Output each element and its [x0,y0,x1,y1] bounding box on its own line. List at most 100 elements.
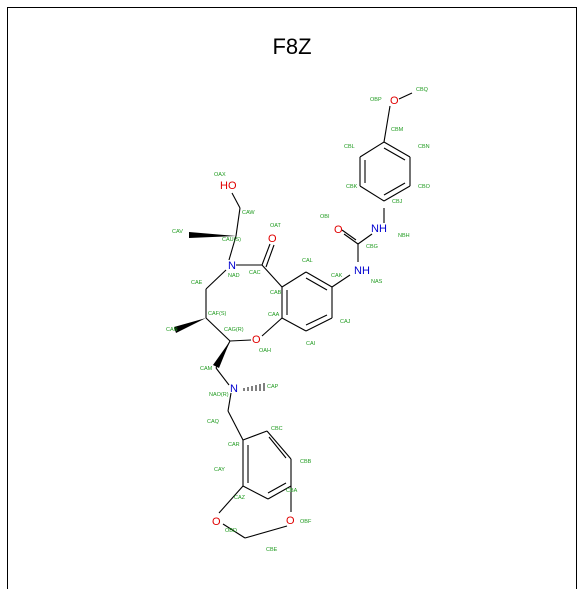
bond [205,317,231,342]
bond [265,244,275,268]
hash-bond [243,383,265,391]
bond [383,141,411,158]
amine-nitrogen-label: N [230,383,238,395]
atom-label: CAI [306,341,316,347]
atom-label: CAY [214,467,225,473]
bond [228,235,237,261]
atom-label: OAT [270,223,282,229]
bond [359,141,385,158]
urea-nh-label: NH [371,223,387,235]
atom-label: CBN [418,144,430,150]
atom-label: CBK [346,184,358,190]
bond [267,485,292,500]
bond [383,182,406,196]
atom-label: CBQ [416,87,429,93]
bond [398,92,413,100]
bond [341,229,357,241]
methoxy-oxygen-label: O [390,95,399,107]
atom-label: CAG(R) [224,327,244,333]
stereo-bonds [174,232,265,391]
bond [331,274,351,288]
atom-label: CAM [200,366,213,372]
bond [229,339,252,342]
bond [266,430,292,460]
ether-oxygen-label: O [252,334,261,346]
bond [242,430,268,441]
bond [359,185,385,202]
atom-label: CBC [271,426,283,432]
atom-label: OAX [214,172,226,178]
bond [281,317,307,332]
viewer-frame [7,7,577,589]
atom-label: NAD [228,273,240,279]
atom-label: OBP [370,97,382,103]
atom-label: NAO(R) [209,392,229,398]
bond [305,317,333,332]
bond [242,485,269,500]
atom-label: CAU(S) [222,237,241,243]
atom-label: OBI [320,214,330,220]
bond [261,243,271,266]
heteroatom-symbols: HO N O O N O NH NH O O O [212,95,399,528]
atom-label: NAS [371,279,383,285]
atom-label: CBM [391,127,404,133]
bond [383,185,411,202]
bond [227,392,232,412]
bond [215,367,230,386]
carbonyl-oxygen-label: O [268,233,277,245]
bond [218,485,244,514]
hydroxyl-label: HO [220,180,237,192]
atom-label: CAZ [234,495,246,501]
urea-oxygen-label: O [334,224,343,236]
bond [244,525,288,539]
dioxole-oxygen-label: O [212,516,221,528]
atom-label: CBG [366,244,378,250]
bond [261,317,283,337]
bond [357,233,373,245]
atom-label: CBJ [392,199,403,205]
wedge-bond [213,341,230,368]
bond [222,523,246,539]
atom-label: CAW [242,210,255,216]
bond [305,271,333,288]
atom-label: CAF(S) [208,311,227,317]
atom-label: CAK [331,273,343,279]
bonds [205,92,413,539]
bond [227,410,244,441]
amide-nitrogen-label: N [228,260,236,272]
bond [343,233,359,245]
atom-label: CBE [266,547,278,553]
molecule-title: F8Z [272,34,312,59]
atom-label: CAJ [340,319,351,325]
atom-label: OAH [259,348,271,354]
atom-label: CAP [267,384,279,390]
atom-label: CAL [302,258,313,264]
bond [281,271,307,288]
atom-label: CAR [228,442,240,448]
wedge-bond [174,318,206,333]
atom-label: CBA [286,488,298,494]
atom-label: CAQ [207,419,220,425]
atom-label: CBB [300,459,312,465]
atom-label: OBD [225,528,237,534]
urea-nh-label: NH [354,265,370,277]
atom-label: CAV [172,229,183,235]
atom-label: CAN [166,327,178,333]
atom-label: CBL [344,144,355,150]
bond [383,105,391,143]
atom-label: CAE [191,280,203,286]
bond [268,436,287,459]
bond [261,264,283,288]
atom-label: NBH [398,233,410,239]
atom-label: CAB [270,290,282,296]
bond [205,269,227,290]
bond [231,192,241,209]
bond [267,482,287,494]
bond [305,314,328,326]
atom-label: CAA [268,312,280,318]
dioxole-oxygen-label: O [286,515,295,527]
bond [383,147,406,161]
bond [235,207,241,237]
bond [305,277,328,291]
